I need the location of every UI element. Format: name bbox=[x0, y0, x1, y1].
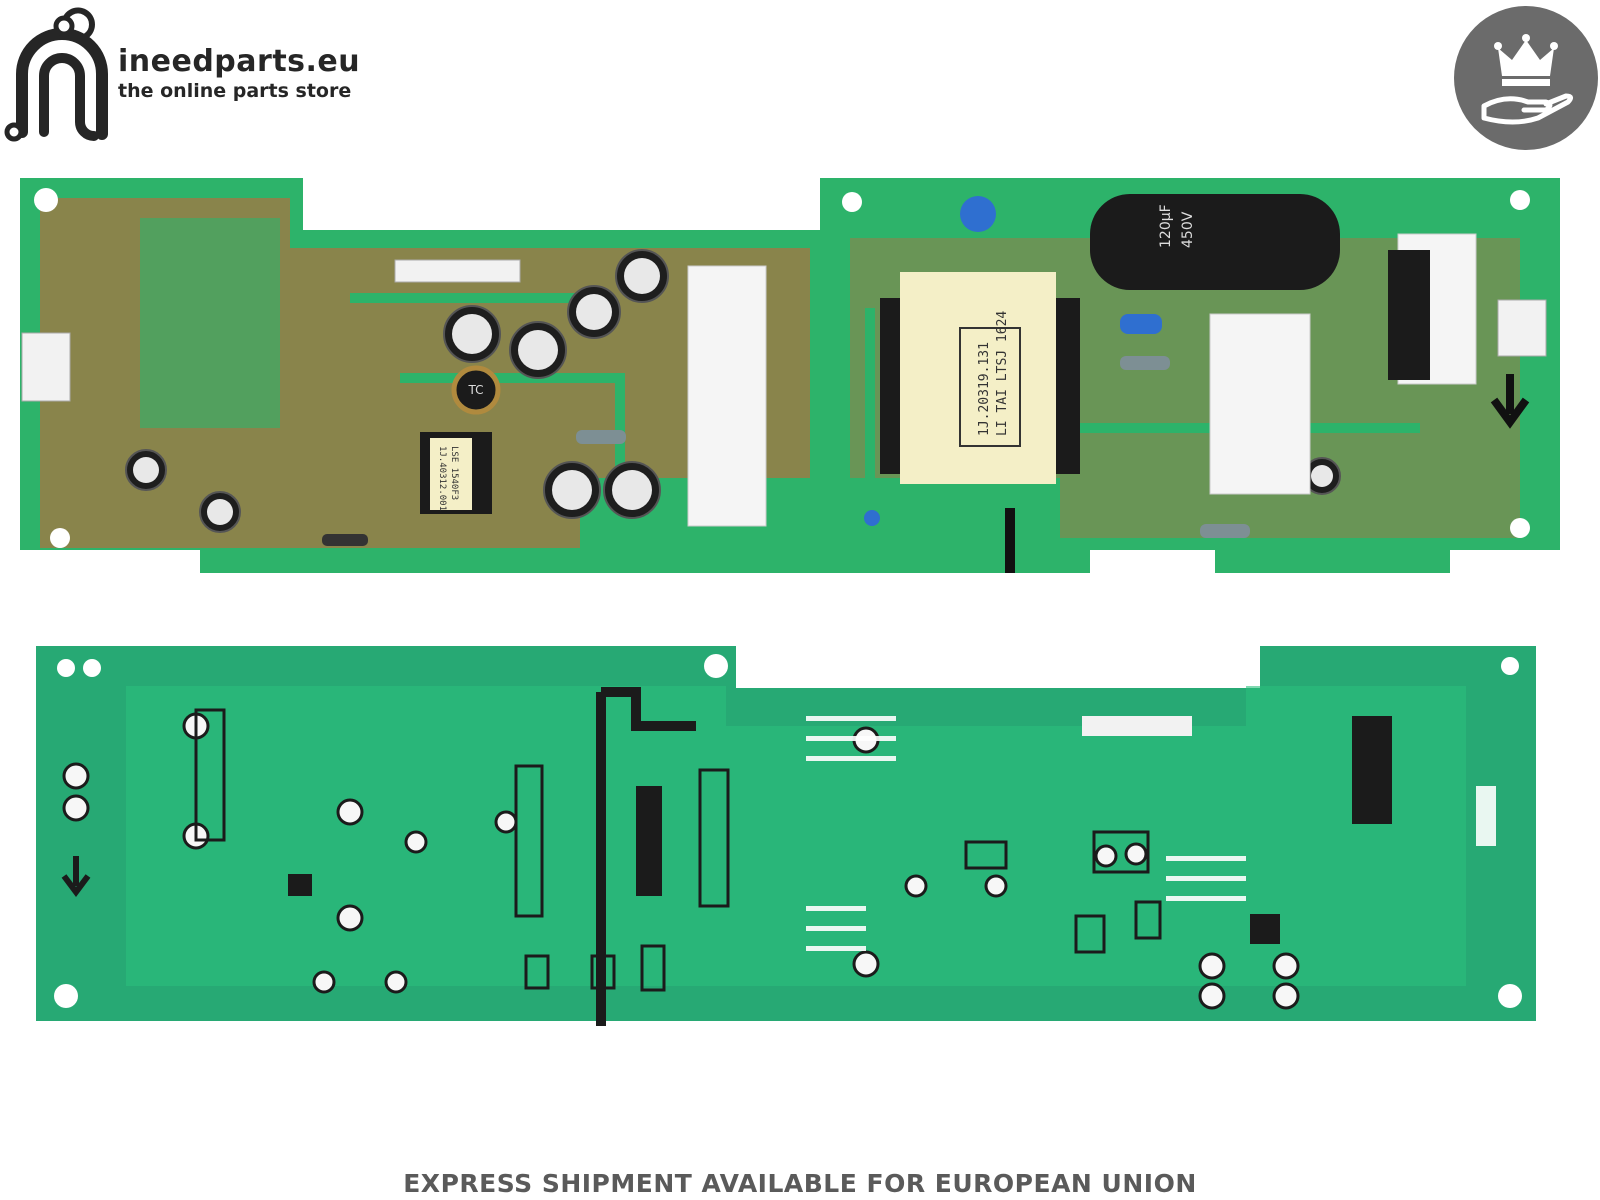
inductor-mark: TC bbox=[467, 383, 483, 397]
capacitor-value: 120µF bbox=[1158, 204, 1174, 248]
pcb-top-component-side: TC 1J.40312.001 LSE 1540F3 1J.20319.131 … bbox=[20, 178, 1560, 573]
crown-hand-icon bbox=[1454, 6, 1598, 150]
capacitor-rating: 450V bbox=[1180, 211, 1196, 248]
brand-tagline: the online parts store bbox=[118, 80, 352, 102]
shipping-banner: EXPRESS SHIPMENT AVAILABLE FOR EUROPEAN … bbox=[403, 1169, 1197, 1198]
transformer-label-1: 1J.20319.131 bbox=[977, 342, 992, 436]
transformer-label-2: LI TAI LTSJ 1624 bbox=[995, 311, 1010, 436]
brand-name: ineedparts.eu bbox=[118, 44, 361, 79]
small-transformer-label-1: 1J.40312.001 bbox=[437, 446, 447, 511]
pcb-bottom-solder-side bbox=[36, 646, 1536, 1026]
ineedparts-logo[interactable] bbox=[4, 4, 384, 144]
small-transformer-label-2: LSE 1540F3 bbox=[449, 446, 459, 500]
